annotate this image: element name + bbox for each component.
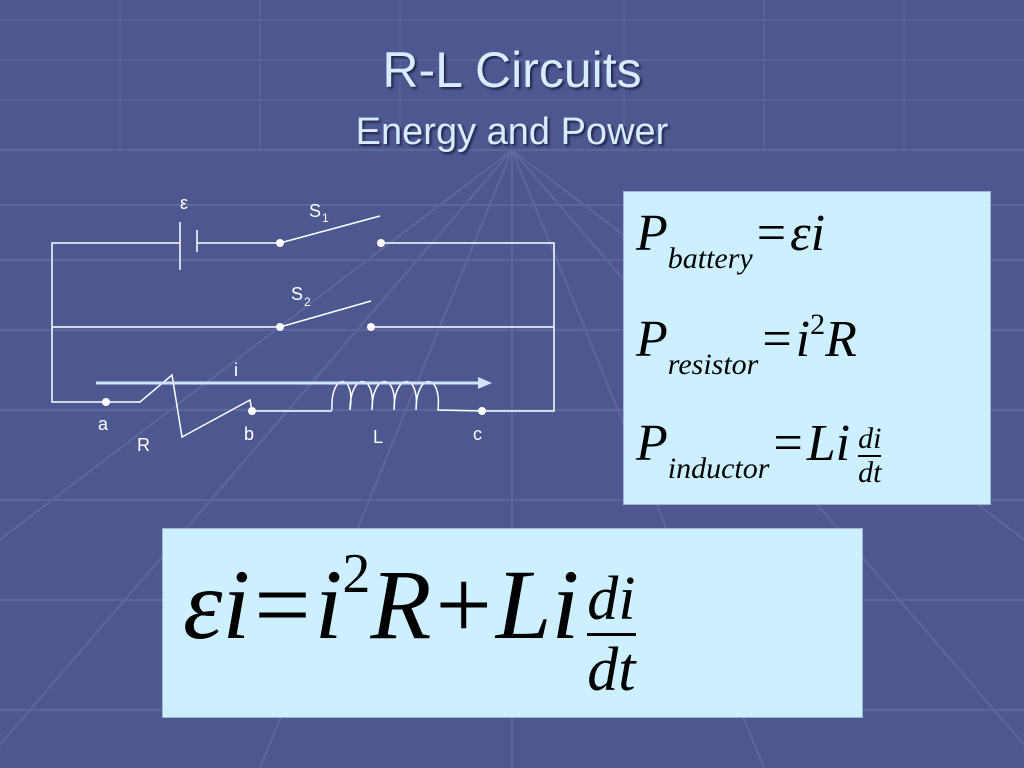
p-symbol: P bbox=[636, 205, 668, 262]
resistor-subscript: resistor bbox=[667, 348, 759, 381]
power-equations-box: Pbattery = εi Presistor = i2R Pinductor … bbox=[623, 191, 991, 505]
switch-s2-left-contact bbox=[276, 323, 284, 331]
p-symbol: P bbox=[636, 311, 668, 368]
inductor-coil bbox=[331, 380, 483, 412]
slide-title: R-L Circuits bbox=[382, 42, 642, 98]
current-arrowhead bbox=[478, 377, 492, 389]
resistor-label: R bbox=[137, 435, 150, 455]
resistance-symbol: R bbox=[370, 549, 432, 660]
fraction-denominator: dt bbox=[587, 635, 636, 704]
node-b-label: b bbox=[244, 424, 254, 444]
inductor-label: L bbox=[373, 427, 383, 447]
battery-power-equation: Pbattery = εi bbox=[636, 204, 826, 275]
resistance-symbol: R bbox=[825, 311, 857, 368]
fraction-numerator: di bbox=[858, 422, 882, 458]
switch-s2-right-contact bbox=[367, 323, 375, 331]
equals-sign: = bbox=[773, 415, 803, 472]
battery-rhs: εi bbox=[790, 205, 826, 262]
fraction-denominator: dt bbox=[858, 456, 882, 490]
switch-s1-label: S bbox=[309, 201, 321, 221]
current-symbol: i bbox=[795, 311, 811, 368]
equals-sign: = bbox=[756, 205, 787, 262]
switch-s1-blade bbox=[279, 215, 381, 244]
switch-s2-subscript: 2 bbox=[304, 295, 311, 309]
node-c-dot bbox=[478, 407, 486, 415]
equals-sign: = bbox=[762, 311, 792, 368]
inductor-subscript: inductor bbox=[667, 452, 770, 485]
node-c-label: c bbox=[473, 424, 482, 444]
switch-s1-left-contact bbox=[276, 239, 284, 247]
node-a-label: a bbox=[98, 414, 109, 434]
resistor-power-equation: Presistor = i2R bbox=[636, 308, 857, 381]
equals-sign: = bbox=[254, 549, 311, 660]
fraction-numerator: di bbox=[587, 565, 636, 636]
slide-subtitle: Energy and Power bbox=[355, 111, 669, 153]
battery-subscript: battery bbox=[667, 242, 753, 275]
switch-s2-blade bbox=[279, 300, 372, 328]
lhs-term: εi bbox=[183, 549, 251, 660]
p-symbol: P bbox=[636, 415, 668, 472]
node-b-dot bbox=[248, 407, 256, 415]
exponent: 2 bbox=[810, 308, 826, 341]
current-label: i bbox=[234, 360, 238, 380]
switch-s2-label: S bbox=[291, 284, 303, 304]
exponent: 2 bbox=[342, 543, 371, 605]
plus-sign: + bbox=[435, 549, 492, 660]
emf-label: ε bbox=[180, 193, 188, 213]
switch-s1-subscript: 1 bbox=[322, 211, 329, 225]
wire-top-left bbox=[51, 242, 180, 403]
switch-s1-right-contact bbox=[377, 239, 385, 247]
node-a-dot bbox=[102, 398, 110, 406]
li-term: Li bbox=[806, 415, 851, 472]
current-symbol: i bbox=[314, 549, 343, 660]
li-term: Li bbox=[495, 549, 580, 660]
resistor-zigzag bbox=[106, 373, 253, 439]
